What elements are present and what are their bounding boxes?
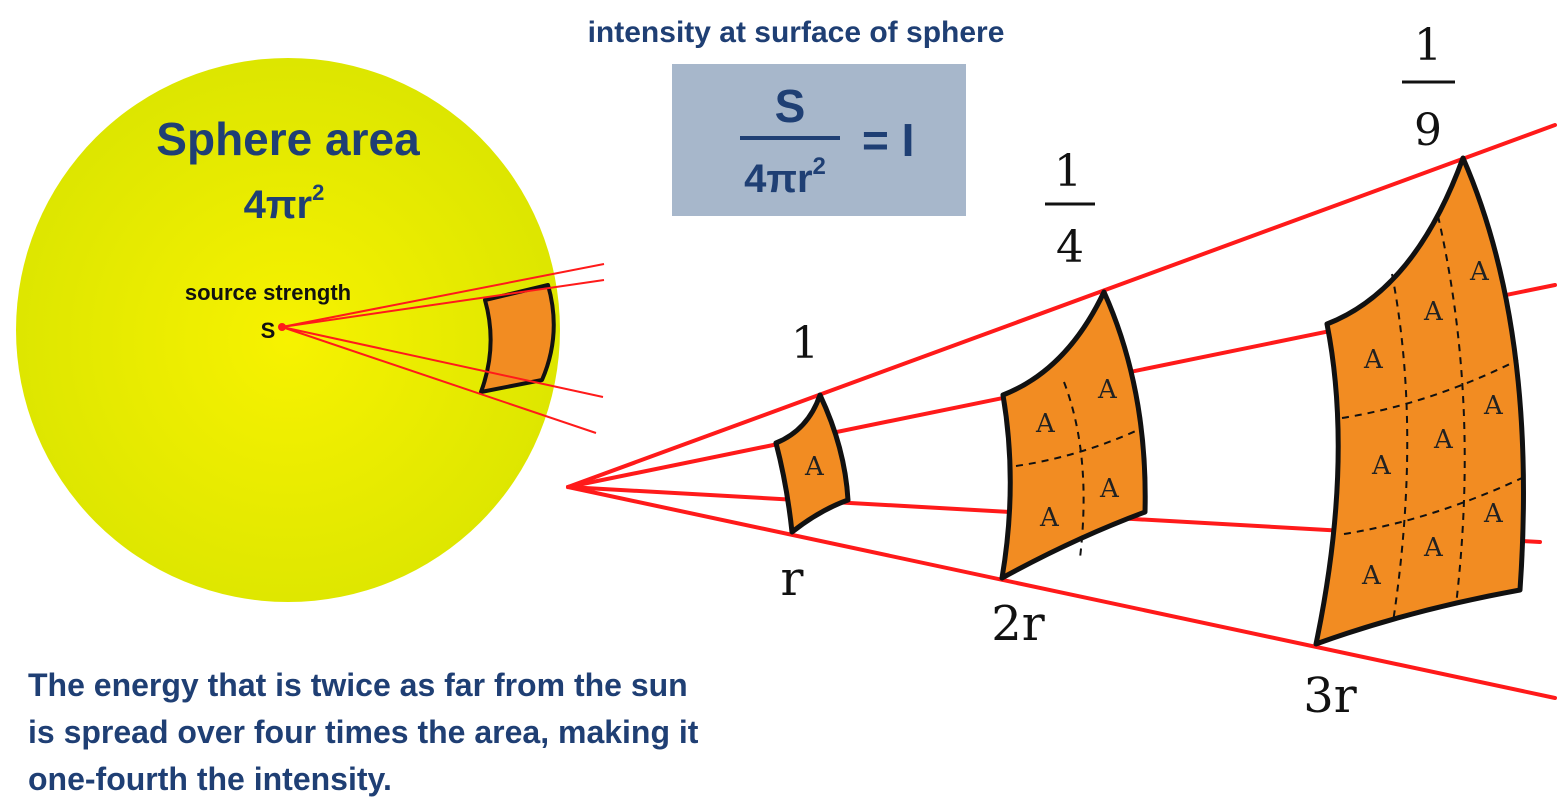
patch-2r-distance: 2r	[991, 596, 1045, 652]
formula-box: S 4πr2 = I	[672, 64, 966, 216]
patch-3r-grid-line	[1341, 359, 1519, 419]
patch-r-distance: r	[781, 551, 804, 607]
sphere-ray	[281, 326, 597, 434]
caption-line-1: The energy that is twice as far from the…	[28, 667, 688, 703]
patch-2r-cell: A	[1039, 503, 1060, 533]
patch-3r-grid-line	[1391, 273, 1409, 623]
patch-2r-cell: A	[1035, 409, 1056, 439]
source-strength-label: source strength	[185, 280, 351, 305]
patch-2r-cell: A	[1097, 375, 1118, 405]
patch-3r-cell: A	[1371, 451, 1392, 481]
patch-3r: A A A A A A A A A 1 9 3r	[1303, 20, 1526, 724]
patch-3r-cell: A	[1469, 257, 1490, 287]
explanation-caption: The energy that is twice as far from the…	[28, 662, 848, 803]
formula-numerator: S	[775, 80, 806, 132]
patch-3r-surface	[1313, 155, 1526, 647]
patch-3r-cell: A	[1363, 345, 1384, 375]
sphere-surface-patch	[479, 283, 556, 394]
patch-2r-grid-line	[1063, 381, 1085, 559]
sphere-title: Sphere area	[156, 113, 420, 165]
sphere-ray	[281, 326, 604, 398]
patch-r-fraction: 1	[791, 318, 819, 369]
sphere-area-exponent: 2	[312, 180, 324, 205]
ray-upper	[566, 123, 1557, 489]
source-symbol: S	[261, 318, 276, 343]
source-point	[278, 323, 286, 331]
ray-lower	[566, 485, 1557, 700]
patch-3r-cell: A	[1423, 533, 1444, 563]
patch-r: A 1 r	[773, 318, 851, 607]
formula-equals-i: = I	[862, 114, 914, 166]
patch-r-surface	[773, 392, 851, 535]
patch-2r: A A A A 1 4 2r	[991, 146, 1148, 652]
patch-3r-grid	[1341, 215, 1523, 623]
patch-3r-fraction-denominator: 9	[1414, 105, 1442, 156]
sphere-area-base: 4πr	[244, 183, 312, 227]
sphere-ray	[281, 263, 605, 328]
patch-r-cell: A	[804, 452, 825, 482]
sphere-ray	[281, 279, 605, 328]
patch-2r-fraction-denominator: 4	[1056, 222, 1084, 273]
sun-sphere: Sphere area 4πr2 source strength S	[16, 58, 605, 602]
formula-denominator-exponent: 2	[813, 153, 826, 180]
patch-3r-cell: A	[1433, 425, 1454, 455]
sphere-area-formula: 4πr2	[244, 180, 325, 227]
caption-line-2: is spread over four times the area, maki…	[28, 714, 699, 750]
formula-denominator-base: 4πr	[744, 157, 812, 201]
patch-2r-fraction-numerator: 1	[1054, 146, 1082, 197]
patch-3r-cell: A	[1423, 297, 1444, 327]
sphere-rays	[281, 263, 605, 434]
patch-2r-grid-line	[1015, 429, 1139, 467]
patch-2r-grid	[1015, 381, 1139, 559]
patch-2r-cell: A	[1099, 474, 1120, 504]
patch-3r-grid-line	[1343, 477, 1523, 535]
patch-3r-distance: 3r	[1303, 668, 1357, 724]
patch-3r-fraction-numerator: 1	[1414, 20, 1442, 71]
patch-3r-cell: A	[1483, 499, 1504, 529]
caption-line-3: one-fourth the intensity.	[28, 761, 392, 797]
patch-3r-cell: A	[1361, 561, 1382, 591]
patch-3r-cell: A	[1483, 391, 1504, 421]
patch-2r-surface	[999, 289, 1148, 581]
formula-denominator: 4πr2	[744, 153, 826, 201]
intensity-label: intensity at surface of sphere	[588, 16, 1005, 49]
